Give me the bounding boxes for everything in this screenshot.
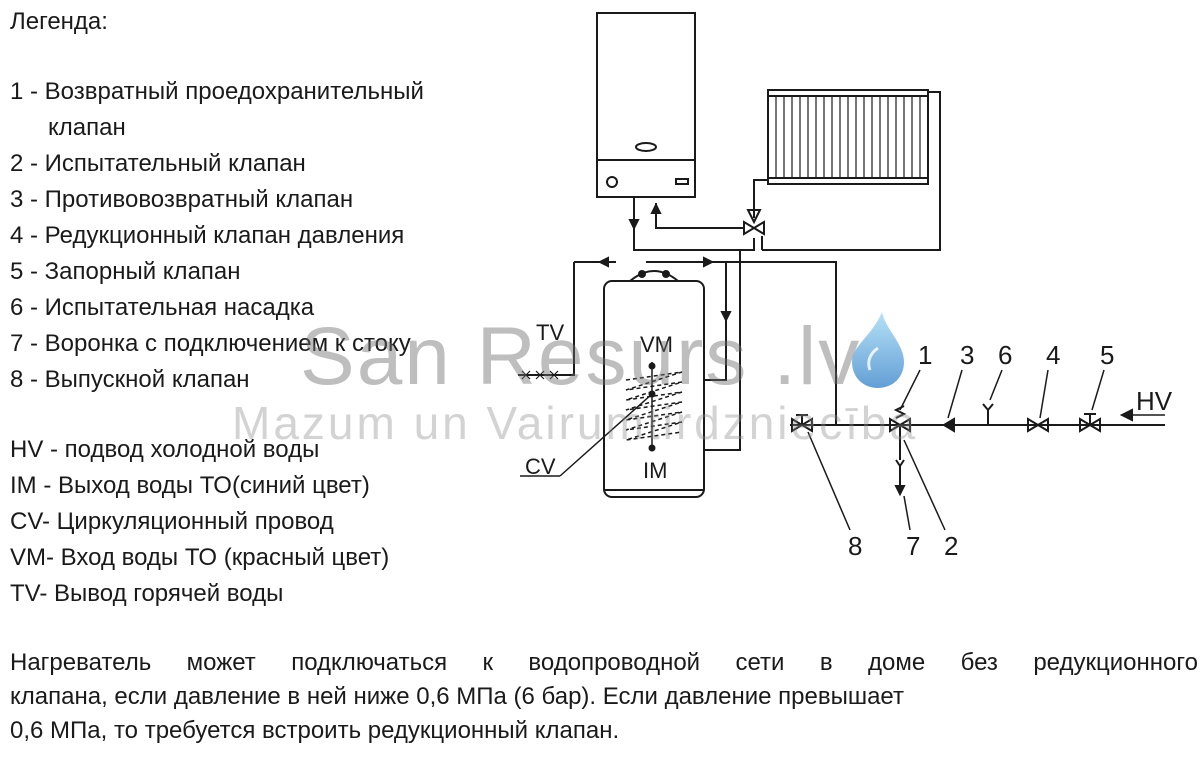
- label-8: 8: [848, 531, 862, 561]
- legend-item-6: 6 - Испытательная насадка: [10, 294, 315, 321]
- cold-water-line: [790, 403, 1165, 497]
- note-word: без: [960, 649, 998, 676]
- water-drop-icon: [852, 312, 904, 388]
- note-word: сети: [735, 649, 785, 676]
- note-line-1: Нагреватель может подключаться к водопро…: [10, 646, 1198, 680]
- legend-item-8: 8 - Выпускной клапан: [10, 366, 250, 393]
- note-word: к: [482, 649, 494, 676]
- label-2: 2: [944, 531, 958, 561]
- water-heater-tank: [603, 270, 705, 498]
- note-line-3: 0,6 МПа, то требуется встроить редукцион…: [10, 717, 620, 744]
- label-hv: HV: [1136, 386, 1173, 416]
- label-3: 3: [960, 340, 974, 370]
- legend-title: Легенда:: [10, 8, 108, 35]
- legend-code-tv: TV- Вывод горячей воды: [10, 580, 284, 607]
- legend-code-im: IM - Выход воды ТО(синий цвет): [10, 472, 370, 499]
- label-7: 7: [906, 531, 920, 561]
- legend-item-2: 2 - Испытательный клапан: [10, 150, 306, 177]
- legend: Легенда: 1 - Возвратный проедохранительн…: [10, 4, 424, 612]
- label-6: 6: [998, 340, 1012, 370]
- legend-item-4: 4 - Редукционный клапан давления: [10, 222, 405, 249]
- watermark-tagline: Mazum un Vairumtirdzniecība: [232, 397, 919, 449]
- installation-note: Нагреватель может подключаться к водопро…: [10, 646, 1198, 748]
- legend-item-5: 5 - Запорный клапан: [10, 258, 241, 285]
- radiator: [767, 89, 929, 185]
- note-word: редукционного: [1033, 649, 1198, 676]
- label-im: IM: [643, 458, 667, 483]
- label-vm: VM: [640, 332, 673, 357]
- note-word: может: [186, 649, 256, 676]
- legend-code-cv: CV- Циркуляционный провод: [10, 508, 334, 535]
- label-cv: CV: [525, 454, 556, 479]
- legend-item-1: 1 - Возвратный проедохранительный: [10, 78, 424, 105]
- label-tv: TV: [536, 320, 564, 345]
- note-word: доме: [868, 649, 926, 676]
- boiler: [596, 12, 696, 198]
- legend-code-hv: HV - подвод холодной воды: [10, 436, 320, 463]
- note-word: в: [819, 649, 833, 676]
- note-word: водопроводной: [528, 649, 701, 676]
- tank-connections: [518, 250, 837, 477]
- legend-item-7: 7 - Воронка с подключением к стоку: [10, 330, 411, 357]
- note-word: Нагреватель: [10, 649, 152, 676]
- legend-item-3: 3 - Противовозвратный клапан: [10, 186, 354, 213]
- note-word: подключаться: [291, 649, 448, 676]
- leader-lines: [807, 369, 1105, 531]
- legend-code-vm: VM- Вход воды ТО (красный цвет): [10, 544, 390, 571]
- watermark-brand: San Resurs .lv: [300, 311, 862, 402]
- heating-pipes: [628, 91, 941, 251]
- label-5: 5: [1100, 340, 1114, 370]
- note-line-2: клапана, если давление в ней ниже 0,6 МП…: [10, 683, 904, 710]
- label-1: 1: [918, 340, 932, 370]
- legend-item-1-cont: клапан: [48, 114, 126, 141]
- label-4: 4: [1046, 340, 1060, 370]
